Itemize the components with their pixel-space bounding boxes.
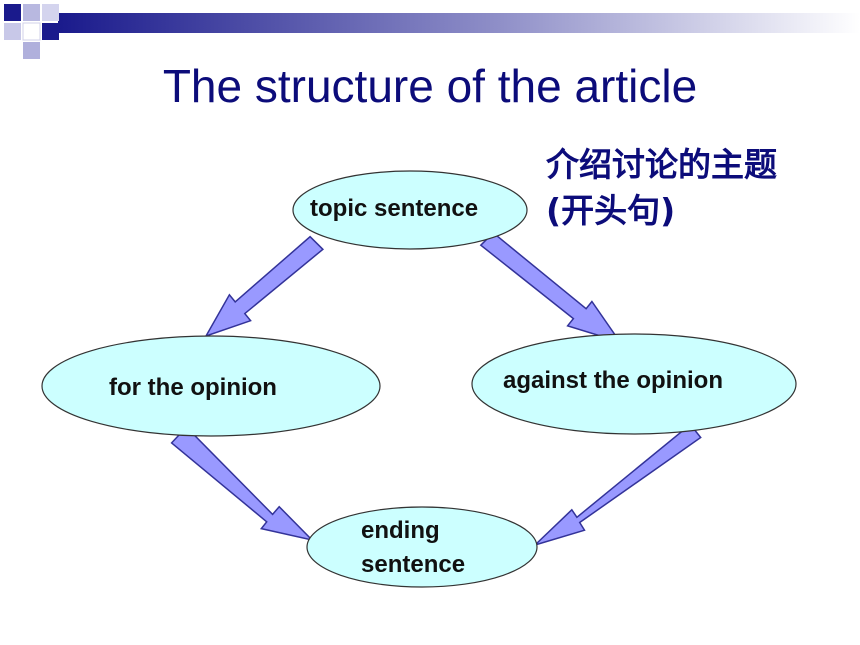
- arrow-topic-to-against: [479, 231, 622, 344]
- topic-note-line-1: 介绍讨论的主题: [546, 145, 777, 184]
- topic-note: 介绍讨论的主题 (开头句): [546, 142, 777, 234]
- label-ending-sentence: ending sentence: [361, 514, 465, 582]
- node-for-the-opinion: [41, 335, 381, 437]
- node-topic-sentence: [292, 170, 528, 250]
- arrow-against-to-ending: [534, 423, 702, 546]
- label-for-the-opinion: for the opinion: [109, 374, 277, 401]
- slide-title: The structure of the article: [162, 60, 698, 112]
- node-ending-sentence: [306, 506, 538, 588]
- checker-squares-icon: [4, 4, 860, 59]
- label-against-the-opinion: against the opinion: [503, 367, 723, 394]
- arrow-for-to-ending: [170, 426, 315, 542]
- label-ending-line-1: ending: [361, 517, 440, 544]
- node-against-the-opinion: [471, 333, 797, 435]
- topic-note-line-2: (开头句): [546, 191, 676, 230]
- label-topic-sentence: topic sentence: [310, 195, 479, 222]
- arrow-topic-to-for: [204, 235, 325, 338]
- label-ending-line-2: sentence: [361, 551, 466, 578]
